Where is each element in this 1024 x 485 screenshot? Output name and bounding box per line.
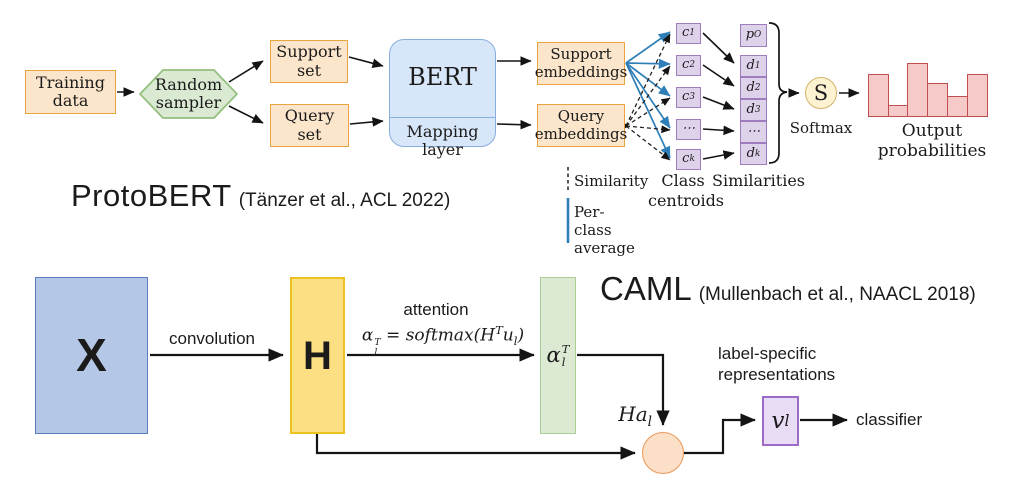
bert-label: BERT	[408, 63, 477, 91]
support-set-label: Support set	[276, 42, 342, 80]
support-set-node: Support set	[270, 40, 348, 83]
mapping-layer-label: Mapping layer	[406, 122, 479, 160]
centroid-dots: ⋯	[676, 119, 701, 140]
output-bar	[946, 96, 968, 117]
similarity-dots: ⋯	[740, 121, 767, 143]
caml-citation: (Mullenbach et al., NAACL 2018)	[698, 284, 976, 305]
output-bar	[927, 83, 949, 117]
query-embeddings-label: Query embeddings	[534, 107, 628, 143]
query-set-label: Query set	[284, 106, 335, 144]
x-matrix-node: X	[35, 277, 148, 434]
brace	[768, 22, 788, 164]
output-bar	[907, 63, 929, 117]
support-embeddings-node: Support embeddings	[534, 42, 628, 85]
label-specific-representations: label-specific representations	[718, 344, 836, 384]
caml-title-row: CAML (Mullenbach et al., NAACL 2018)	[600, 270, 976, 308]
random-sampler-label: Random sampler	[154, 74, 223, 112]
protobert-title: ProtoBERT	[71, 178, 232, 213]
softmax-label: Softmax	[789, 119, 853, 137]
h-label: H	[303, 333, 332, 378]
legend-per-class-label: Per-class average	[574, 203, 635, 257]
caml-title: CAML	[600, 270, 692, 307]
attention-label: attention	[403, 300, 469, 319]
x-label: X	[76, 329, 107, 382]
training-data-node: Training data	[25, 70, 116, 114]
support-embeddings-label: Support embeddings	[534, 45, 628, 81]
softmax-symbol: S	[813, 80, 829, 105]
output-bar	[868, 74, 889, 117]
legend-similarity-label: Similarity	[574, 172, 649, 190]
classifier-label: classifier	[856, 410, 923, 429]
query-set-node: Query set	[270, 104, 349, 147]
training-data-label: Training data	[36, 72, 105, 110]
ha-label: Hal	[618, 402, 652, 430]
protobert-title-row: ProtoBERT (Tänzer et al., ACL 2022)	[71, 178, 450, 214]
similarities-label: Similarities	[712, 171, 806, 190]
protobert-citation: (Tänzer et al., ACL 2022)	[238, 190, 451, 211]
bert-divider	[390, 117, 495, 118]
class-centroids-label: Class centroids	[648, 171, 725, 210]
multiply-node	[642, 432, 684, 474]
query-embeddings-node: Query embeddings	[534, 104, 628, 147]
softmax-node: S	[805, 77, 837, 109]
output-probabilities-label: Output probabilities	[877, 121, 987, 161]
output-bars	[868, 62, 988, 117]
h-matrix-node: H	[290, 277, 345, 434]
convolution-label: convolution	[168, 329, 255, 348]
output-bar	[887, 105, 909, 117]
random-sampler-node: Random sampler	[140, 70, 237, 118]
bert-node: BERT Mapping layer	[389, 39, 496, 159]
output-bar	[966, 74, 988, 117]
